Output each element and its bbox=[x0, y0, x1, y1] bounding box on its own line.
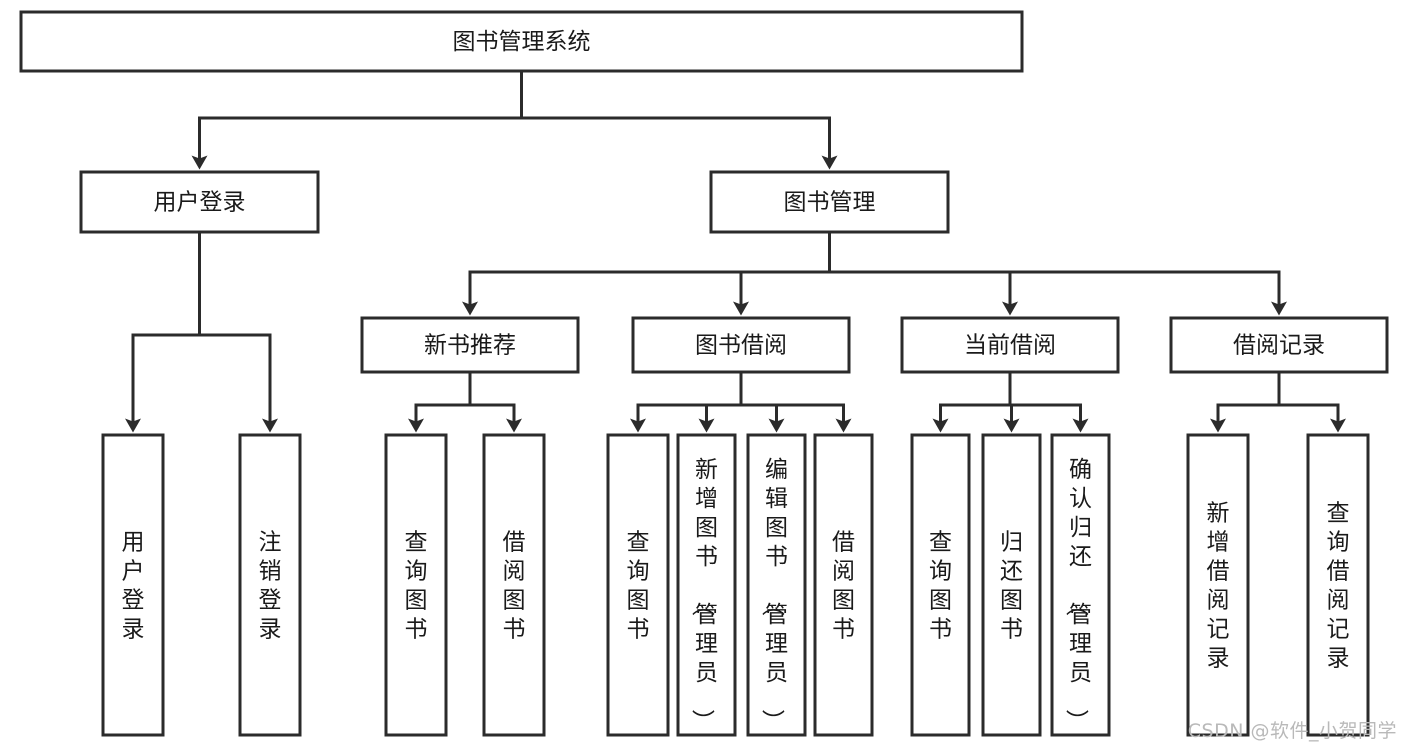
leaf-box[interactable] bbox=[1186, 433, 1250, 737]
connector-layer bbox=[125, 69, 1346, 433]
submodule-box[interactable] bbox=[1169, 316, 1389, 374]
leaf-label: 借阅图书 bbox=[832, 530, 855, 643]
node-当前借阅[interactable]: 当前借阅 bbox=[900, 316, 1120, 374]
leaf-box[interactable] bbox=[384, 433, 448, 737]
node-查询图书[interactable]: 查询图书 bbox=[910, 433, 971, 737]
submodule-label: 借阅记录 bbox=[1233, 333, 1325, 359]
module-box[interactable] bbox=[79, 170, 320, 234]
node-借阅图书[interactable]: 借阅图书 bbox=[482, 433, 546, 737]
leaf-box[interactable] bbox=[981, 433, 1042, 737]
submodule-label: 当前借阅 bbox=[964, 333, 1056, 359]
module-label: 图书管理 bbox=[784, 190, 876, 216]
submodule-label: 新书推荐 bbox=[424, 333, 516, 359]
leaf-box[interactable] bbox=[746, 433, 807, 737]
leaf-label: 编辑图书（管理员） bbox=[759, 457, 788, 732]
watermark-text: CSDN @软件_小贺同学 bbox=[1187, 720, 1397, 742]
module-label: 用户登录 bbox=[154, 190, 246, 216]
node-查询图书[interactable]: 查询图书 bbox=[384, 433, 448, 737]
node-借阅图书[interactable]: 借阅图书 bbox=[813, 433, 874, 737]
leaf-label: 借阅图书 bbox=[503, 530, 526, 643]
leaf-label: 查询图书 bbox=[405, 530, 428, 643]
node-图书管理系统[interactable]: 图书管理系统 bbox=[19, 10, 1024, 73]
node-借阅记录[interactable]: 借阅记录 bbox=[1169, 316, 1389, 374]
node-用户登录[interactable]: 用户登录 bbox=[101, 433, 165, 737]
node-查询图书[interactable]: 查询图书 bbox=[606, 433, 670, 737]
submodule-box[interactable] bbox=[360, 316, 580, 374]
leaf-label: 新增图书（管理员） bbox=[689, 457, 718, 732]
leaf-box[interactable] bbox=[1306, 433, 1370, 737]
leaf-label: 归还图书 bbox=[1000, 530, 1023, 643]
leaf-box[interactable] bbox=[676, 433, 737, 737]
node-图书管理[interactable]: 图书管理 bbox=[709, 170, 950, 234]
module-box[interactable] bbox=[709, 170, 950, 234]
leaf-box[interactable] bbox=[238, 433, 302, 737]
leaf-label: 查询图书 bbox=[929, 530, 952, 643]
node-layer: 图书管理系统用户登录图书管理新书推荐图书借阅当前借阅借阅记录用户登录注销登录查询… bbox=[19, 10, 1389, 737]
node-新增图书管理员[interactable]: 新增图书（管理员） bbox=[676, 433, 737, 737]
node-新书推荐[interactable]: 新书推荐 bbox=[360, 316, 580, 374]
node-图书借阅[interactable]: 图书借阅 bbox=[631, 316, 851, 374]
leaf-label: 注销登录 bbox=[259, 530, 282, 643]
root-label: 图书管理系统 bbox=[453, 29, 591, 55]
leaf-box[interactable] bbox=[482, 433, 546, 737]
leaf-label: 查询图书 bbox=[627, 530, 650, 643]
leaf-box[interactable] bbox=[1050, 433, 1111, 737]
node-编辑图书管理员[interactable]: 编辑图书（管理员） bbox=[746, 433, 807, 737]
leaf-box[interactable] bbox=[813, 433, 874, 737]
submodule-label: 图书借阅 bbox=[695, 333, 787, 359]
leaf-label: 查询借阅记录 bbox=[1327, 501, 1350, 672]
submodule-box[interactable] bbox=[631, 316, 851, 374]
leaf-box[interactable] bbox=[910, 433, 971, 737]
submodule-box[interactable] bbox=[900, 316, 1120, 374]
node-新增借阅记录[interactable]: 新增借阅记录 bbox=[1186, 433, 1250, 737]
leaf-box[interactable] bbox=[101, 433, 165, 737]
node-注销登录[interactable]: 注销登录 bbox=[238, 433, 302, 737]
leaf-label: 新增借阅记录 bbox=[1207, 501, 1230, 672]
node-查询借阅记录[interactable]: 查询借阅记录 bbox=[1306, 433, 1370, 737]
root-box[interactable] bbox=[19, 10, 1024, 73]
node-用户登录[interactable]: 用户登录 bbox=[79, 170, 320, 234]
leaf-label: 确认归还（管理员） bbox=[1063, 457, 1092, 732]
node-归还图书[interactable]: 归还图书 bbox=[981, 433, 1042, 737]
leaf-box[interactable] bbox=[606, 433, 670, 737]
leaf-label: 用户登录 bbox=[122, 530, 145, 643]
node-确认归还管理员[interactable]: 确认归还（管理员） bbox=[1050, 433, 1111, 737]
